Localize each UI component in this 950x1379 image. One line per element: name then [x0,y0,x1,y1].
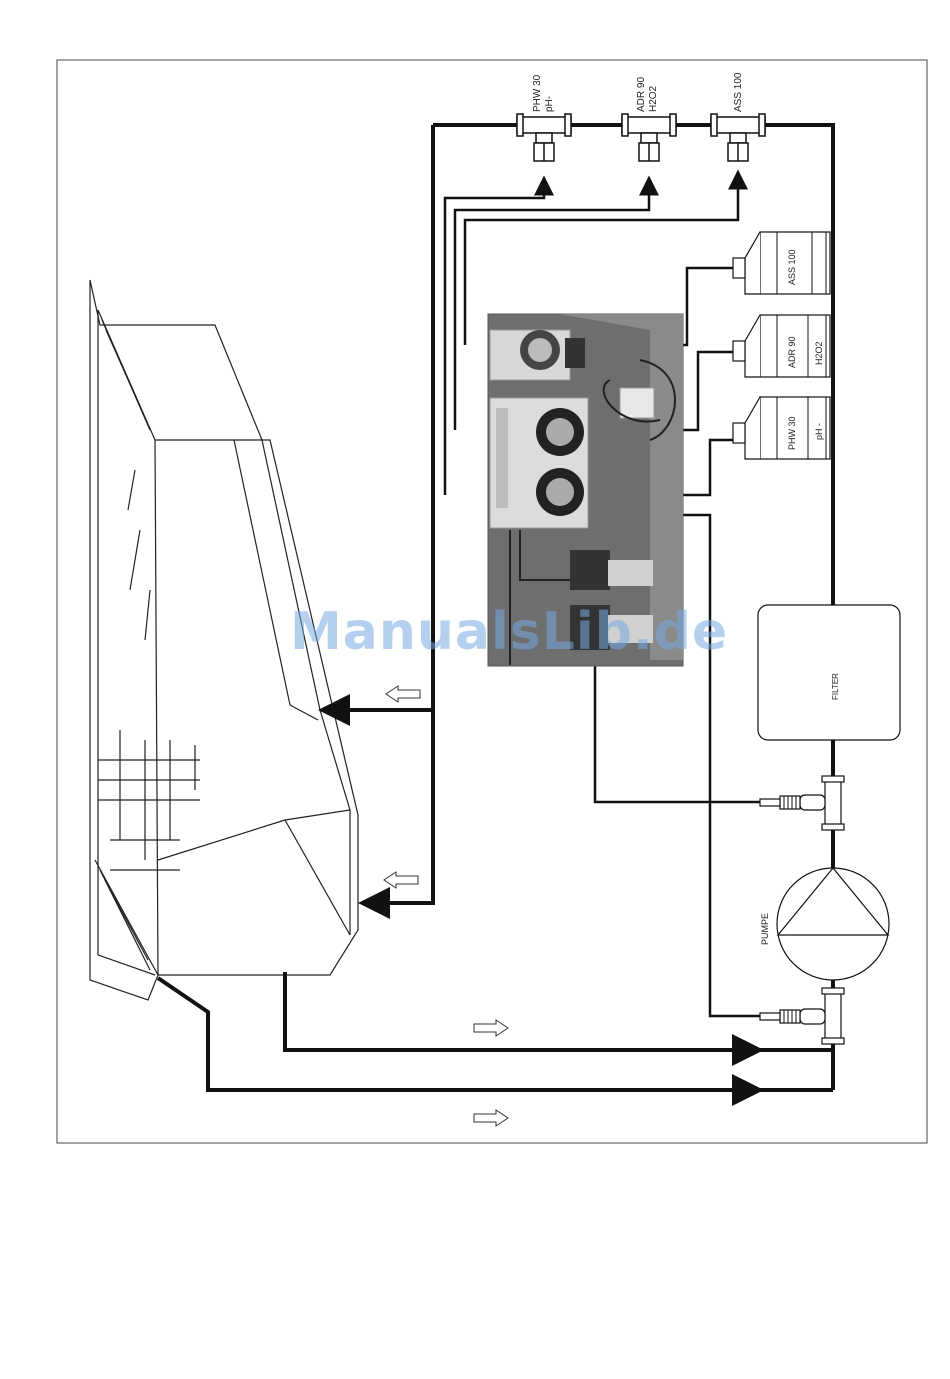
label-injector-phw-chem: pH- [544,96,555,112]
label-injector-adr-chem: H2O2 [648,85,659,112]
injector-phw [517,114,571,161]
probe-tee-upper [760,776,844,830]
label-tank-adr-chem: H2O2 [814,341,824,365]
label-tank-phw-chem: pH - [814,423,824,440]
flow-arrows [384,686,508,1126]
label-injector-adr: ADR 90 [636,77,647,112]
injector-adr [622,114,676,161]
label-pump: PUMPE [760,913,770,945]
label-filter: FILTER [831,673,840,700]
filter [758,605,900,740]
label-tank-phw: PHW 30 [787,416,797,450]
flow-arrow-left-2 [384,872,418,888]
label-injector-phw: PHW 30 [532,74,543,112]
tank-ass [733,232,830,294]
label-injector-ass: ASS 100 [733,72,744,112]
watermark: ManualsLib.de [290,602,728,662]
flow-arrow-right-1 [474,1020,508,1036]
label-tank-ass: ASS 100 [787,249,797,285]
probe-tee-lower [760,988,844,1044]
injector-ass [711,114,765,161]
circulation-pump [777,868,889,980]
flow-arrow-right-2 [474,1110,508,1126]
label-tank-adr: ADR 90 [787,336,797,368]
flow-arrow-left-1 [386,686,420,702]
